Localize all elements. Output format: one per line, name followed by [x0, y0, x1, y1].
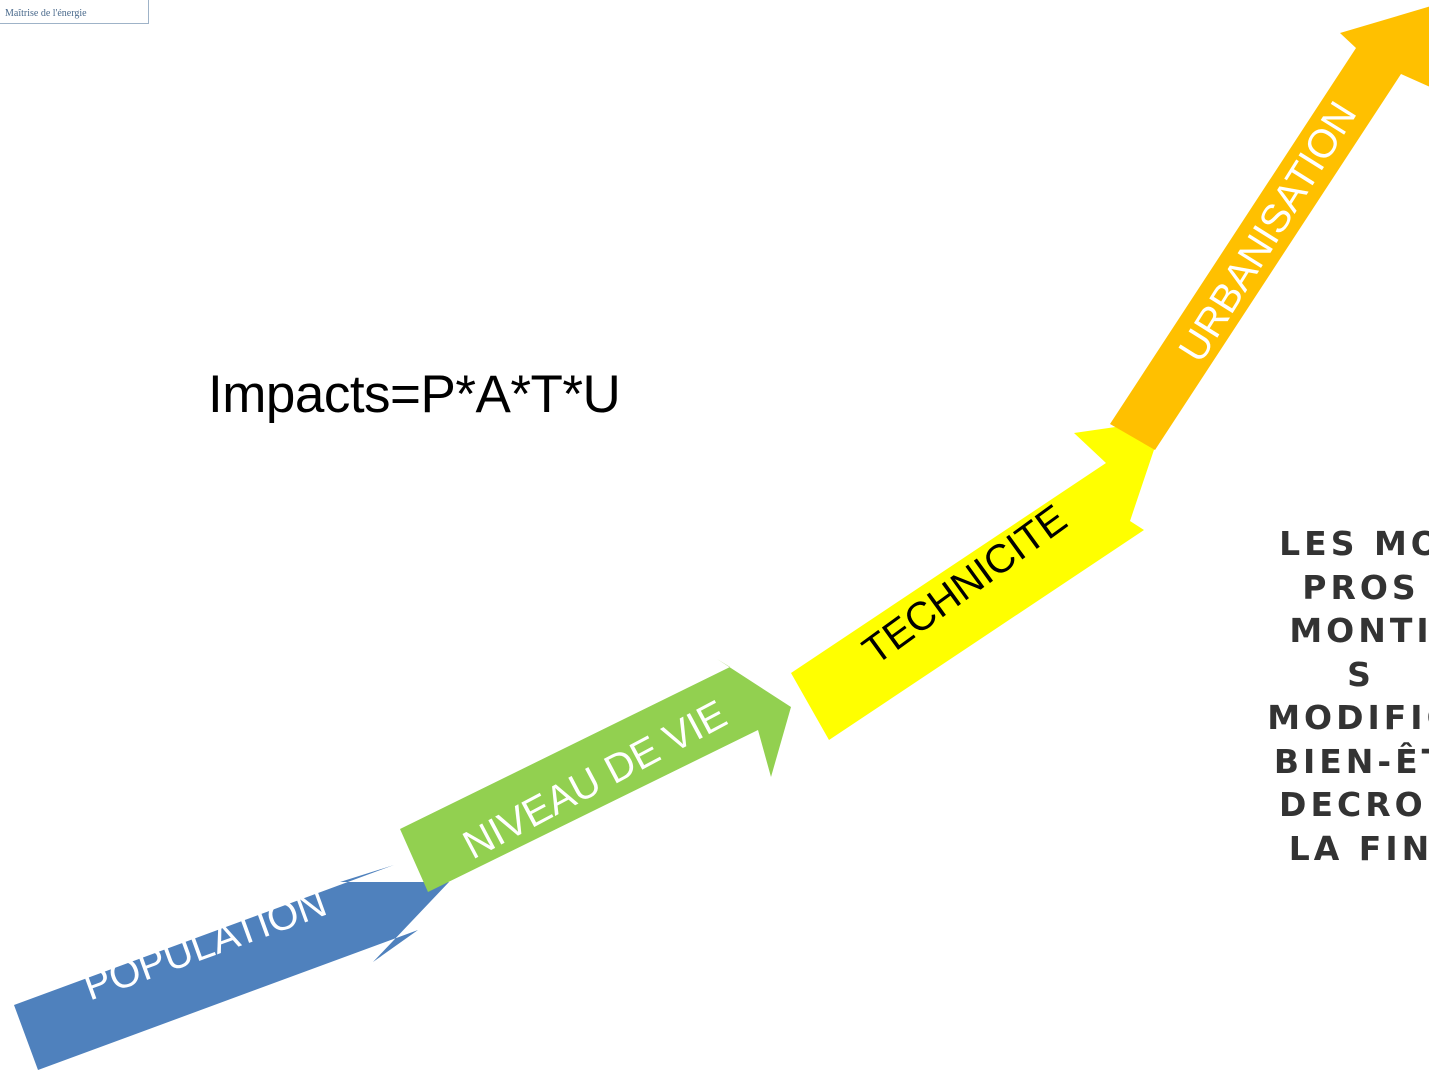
arrow-urbanisation: URBANISATION: [1110, 6, 1429, 450]
side-text-line: DECROI: [1279, 785, 1429, 824]
arrow-niveau-de-vie-shape: [400, 659, 791, 892]
side-text-line: PROS: [1302, 567, 1420, 607]
arrow-urbanisation-shape: [1110, 6, 1429, 450]
arrow-urbanisation-label: URBANISATION: [1171, 94, 1366, 369]
side-text-line: S: [1347, 654, 1375, 694]
side-text-line: MODIFIC: [1267, 698, 1429, 737]
logo: Maîtrise de l'énergie: [0, 0, 149, 24]
arrow-population: POPULATION: [14, 865, 449, 1070]
side-text-line: BIEN-ÊT: [1273, 741, 1429, 781]
arrow-technicite-shape: [791, 420, 1164, 740]
arrow-niveau-de-vie: NIVEAU DE VIE: [400, 659, 791, 892]
arrow-technicite: TECHNICITE: [791, 420, 1164, 740]
arrow-niveau-de-vie-label: NIVEAU DE VIE: [456, 692, 734, 868]
side-text-line: LES MO: [1279, 524, 1429, 563]
side-text: LES MO PROS MONTI S MODIFIC BIEN-ÊT DECR…: [1196, 522, 1429, 870]
side-text-line: MONTI: [1289, 611, 1429, 650]
side-text-line: LA FIN: [1288, 828, 1429, 868]
logo-text: Maîtrise de l'énergie: [5, 8, 87, 19]
formula: Impacts=P*A*T*U: [208, 365, 621, 424]
arrow-population-shape: [14, 865, 449, 1070]
